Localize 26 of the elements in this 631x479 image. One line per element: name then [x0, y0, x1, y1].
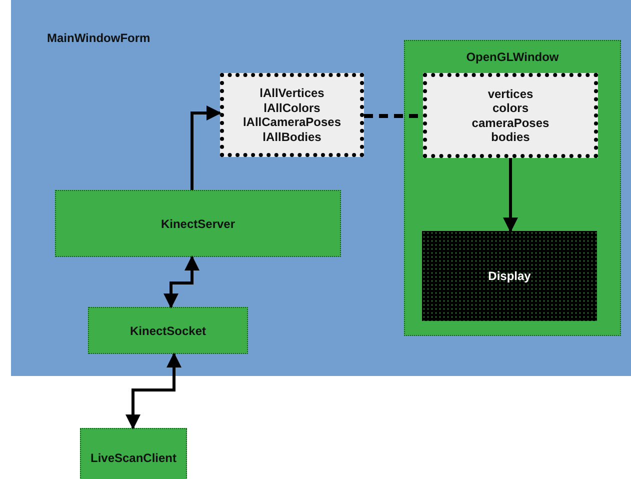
display-box — [422, 231, 597, 321]
connector-arrow — [164, 256, 200, 308]
field-name: colors — [492, 101, 528, 116]
connector-arrow — [503, 158, 518, 232]
field-name: lAllColors — [264, 100, 320, 115]
class-box — [55, 190, 341, 257]
field-name: lAllVertices — [260, 86, 324, 100]
panel-title: MainWindowForm — [47, 31, 150, 45]
field-name: cameraPoses — [472, 116, 550, 130]
connector-arrow — [126, 352, 182, 430]
data-box — [423, 73, 598, 158]
panel-title: OpenGLWindow — [465, 50, 560, 64]
main-window-panel — [11, 0, 631, 376]
class-box — [88, 307, 248, 354]
class-name: Display — [488, 269, 531, 283]
window-panel — [404, 40, 621, 336]
data-box — [220, 73, 364, 157]
connector-arrow — [190, 106, 222, 190]
field-name: lAllBodies — [262, 130, 322, 144]
class-name: LiveScanClient — [90, 451, 177, 465]
class-name: KinectSocket — [130, 324, 206, 338]
class-name: KinectServer — [160, 216, 236, 230]
field-name: vertices — [488, 86, 534, 101]
field-name: bodies — [491, 130, 530, 144]
field-name: lAllCameraPoses — [242, 115, 342, 130]
class-box — [80, 428, 187, 479]
